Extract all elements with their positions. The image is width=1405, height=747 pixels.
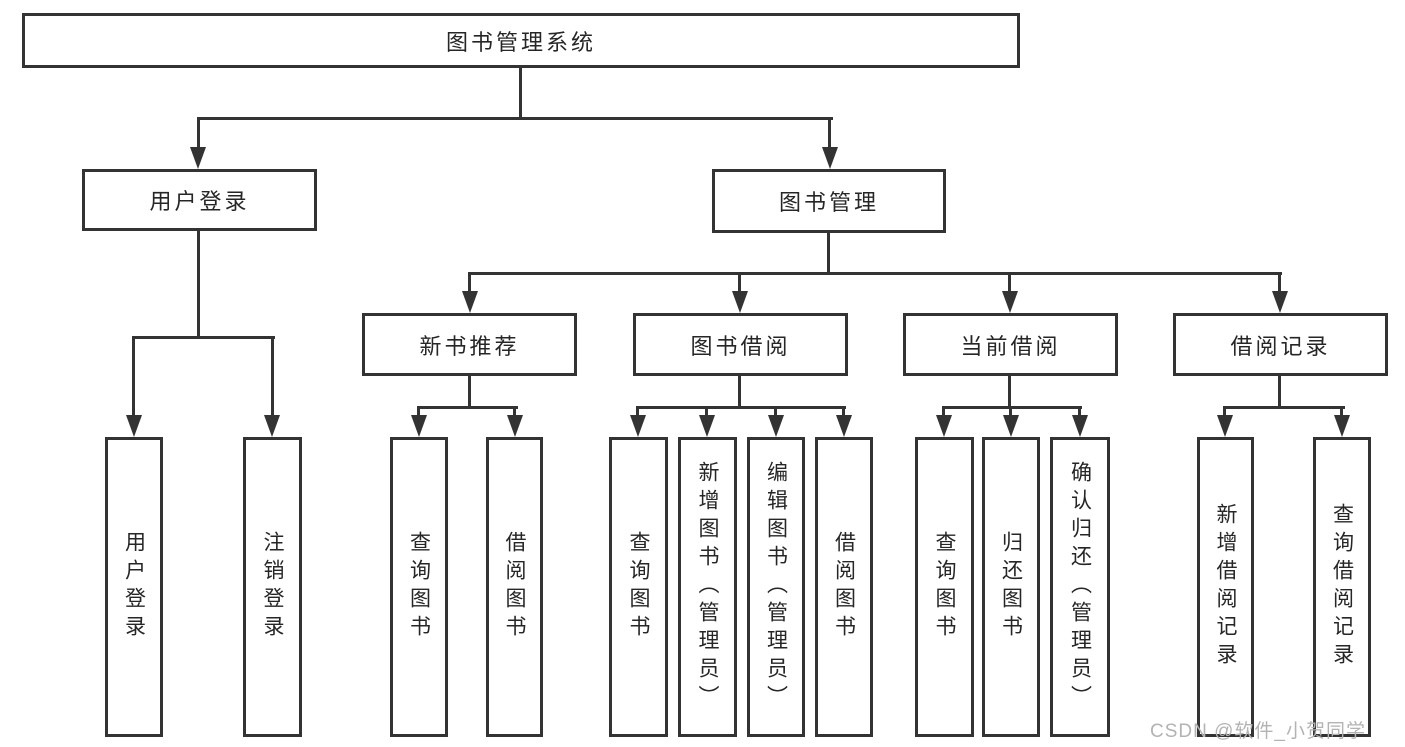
connector-line	[417, 406, 518, 409]
connector-arrow	[126, 415, 142, 437]
connector-line	[197, 231, 200, 336]
connector-line	[738, 376, 741, 406]
leaf-query-book-borrow: 查询图书	[609, 437, 668, 737]
node-book-borrow: 图书借阅	[633, 313, 848, 376]
connector-line	[774, 406, 777, 419]
connector-arrow	[732, 291, 748, 313]
node-book-management: 图书管理	[712, 169, 946, 233]
connector-arrow	[822, 147, 838, 169]
leaf-edit-book-admin: 编辑图书（管理员）	[747, 437, 805, 737]
leaf-label: 确认归还（管理员）	[1068, 461, 1092, 713]
node-new-book-recommend: 新书推荐	[362, 313, 577, 376]
connector-line	[468, 272, 471, 296]
node-current-borrow: 当前借阅	[903, 313, 1118, 376]
connector-line	[197, 117, 833, 120]
csdn-watermark: CSDN @软件_小贺同学	[1150, 721, 1366, 742]
connector-line	[942, 406, 945, 419]
connector-line	[1278, 376, 1281, 406]
connector-arrow	[768, 415, 784, 437]
connector-line	[1340, 406, 1343, 419]
connector-arrow	[1002, 291, 1018, 313]
node-label: 新书推荐	[419, 333, 520, 359]
leaf-label: 借阅图书	[832, 531, 856, 643]
connector-line	[827, 233, 830, 272]
node-label: 图书管理系统	[445, 29, 596, 55]
connector-line	[828, 117, 831, 153]
leaf-return-book: 归还图书	[982, 437, 1040, 737]
connector-line	[519, 68, 522, 117]
leaf-add-borrow-record: 新增借阅记录	[1197, 437, 1254, 737]
leaf-label: 注销登录	[261, 531, 284, 643]
connector-line	[513, 406, 516, 419]
node-label: 图书借阅	[690, 333, 791, 359]
connector-arrow	[462, 291, 478, 313]
connector-line	[1223, 406, 1226, 419]
connector-line	[1008, 272, 1011, 296]
leaf-borrow-book-borrow: 借阅图书	[815, 437, 873, 737]
leaf-label: 查询图书	[933, 531, 956, 643]
connector-arrow	[1072, 415, 1088, 437]
connector-arrow	[936, 415, 952, 437]
connector-line	[942, 406, 1082, 409]
connector-line	[468, 376, 471, 406]
node-user-login: 用户登录	[82, 169, 317, 231]
node-label: 借阅记录	[1230, 333, 1331, 359]
connector-arrow	[630, 415, 646, 437]
leaf-confirm-return-admin: 确认归还（管理员）	[1050, 437, 1110, 737]
connector-line	[468, 272, 1282, 275]
connector-line	[1223, 406, 1345, 409]
leaf-logout: 注销登录	[243, 437, 302, 737]
leaf-query-book-recommend: 查询图书	[390, 437, 448, 737]
connector-line	[738, 272, 741, 296]
connector-line	[636, 406, 846, 409]
connector-line	[417, 406, 420, 419]
leaf-query-borrow-record: 查询借阅记录	[1313, 437, 1371, 737]
connector-arrow	[190, 147, 206, 169]
connector-line	[271, 336, 274, 419]
leaf-label: 查询图书	[407, 531, 431, 643]
connector-arrow	[411, 415, 427, 437]
connector-line	[1078, 406, 1081, 419]
leaf-label: 借阅图书	[503, 531, 526, 643]
node-label: 当前借阅	[960, 333, 1061, 359]
connector-line	[705, 406, 708, 419]
leaf-label: 归还图书	[999, 531, 1023, 643]
leaf-label: 用户登录	[122, 531, 146, 643]
node-label: 图书管理	[778, 190, 879, 215]
connector-line	[1278, 272, 1281, 296]
connector-line	[132, 336, 275, 339]
leaf-add-book-admin: 新增图书（管理员）	[678, 437, 737, 737]
connector-arrow	[836, 415, 852, 437]
connector-arrow	[264, 415, 280, 437]
connector-arrow	[507, 415, 523, 437]
leaf-user-login: 用户登录	[105, 437, 163, 737]
leaf-label: 查询图书	[627, 531, 650, 643]
leaf-label: 查询借阅记录	[1330, 503, 1354, 671]
connector-arrow	[699, 415, 715, 437]
connector-arrow	[1217, 415, 1233, 437]
connector-line	[197, 117, 200, 153]
leaf-borrow-book-recommend: 借阅图书	[486, 437, 543, 737]
connector-arrow	[1003, 415, 1019, 437]
leaf-label: 新增借阅记录	[1214, 503, 1237, 671]
leaf-label: 新增图书（管理员）	[696, 461, 719, 713]
connector-line	[842, 406, 845, 419]
connector-line	[636, 406, 639, 419]
connector-arrow	[1334, 415, 1350, 437]
node-library-management-system: 图书管理系统	[22, 13, 1020, 68]
connector-line	[1009, 406, 1012, 419]
connector-arrow	[1272, 291, 1288, 313]
leaf-label: 编辑图书（管理员）	[764, 461, 788, 713]
connector-line	[1008, 376, 1011, 406]
node-label: 用户登录	[149, 189, 250, 214]
connector-line	[132, 336, 135, 419]
leaf-query-book-current: 查询图书	[915, 437, 974, 737]
node-borrow-record: 借阅记录	[1173, 313, 1388, 376]
